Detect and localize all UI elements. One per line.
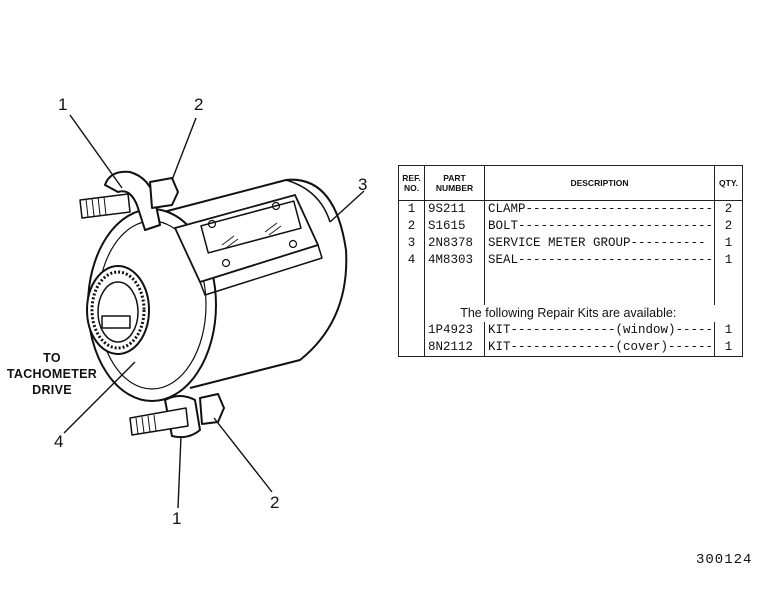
drive-label-line1: TO	[43, 351, 61, 365]
callout-1-bottom: 1	[172, 509, 182, 528]
header-ref-no: REF.NO.	[398, 165, 425, 201]
callout-2-bottom: 2	[270, 493, 280, 512]
kits-note-row: The following Repair Kits are available:	[398, 305, 743, 322]
row-qty: 1	[714, 235, 743, 252]
row-ref: 3	[398, 235, 425, 252]
window-glass	[200, 200, 302, 254]
row-part-number: 8N2112	[424, 339, 485, 357]
callout-4: 4	[54, 432, 64, 451]
table-row: 2 S1615 BOLT----------------------------…	[398, 218, 743, 235]
row-qty: 1	[714, 339, 743, 357]
row-description: BOLT----------------------------	[484, 218, 715, 235]
housing-edge	[285, 179, 331, 223]
drive-tang	[101, 315, 131, 329]
leader-3	[329, 190, 365, 223]
row-ref: 4	[398, 252, 425, 269]
window-plate	[174, 194, 319, 283]
row-ref: 1	[398, 200, 425, 218]
row-qty: 2	[714, 200, 743, 218]
row-qty: 1	[714, 252, 743, 269]
table-row: 8N2112 KIT--------------(cover)---------…	[398, 339, 743, 357]
bottom-bolt	[129, 393, 225, 436]
leader-2-bottom	[213, 417, 273, 493]
leader-1-top	[69, 114, 123, 189]
row-part-number: 1P4923	[424, 322, 485, 339]
header-qty: QTY.	[714, 165, 743, 201]
row-description: KIT--------------(window)--------	[484, 322, 715, 339]
top-bolt	[79, 177, 179, 219]
table-spacer-row	[398, 269, 743, 305]
row-qty: 1	[714, 322, 743, 339]
table-row: 1 9S211 CLAMP---------------------------…	[398, 200, 743, 218]
table-row: 3 2N8378 SERVICE METER GROUP---------- 1	[398, 235, 743, 252]
row-qty: 2	[714, 218, 743, 235]
table-row: 1P4923 KIT--------------(window)--------…	[398, 322, 743, 339]
row-description: CLAMP---------------------------	[484, 200, 715, 218]
callout-1-top: 1	[58, 95, 68, 114]
tachometer-drive-label: TO TACHOMETER DRIVE	[6, 350, 98, 398]
table-row: 4 4M8303 SEAL---------------------------…	[398, 252, 743, 269]
row-part-number: S1615	[424, 218, 485, 235]
leader-1-bottom	[177, 435, 182, 509]
row-description: SERVICE METER GROUP----------	[484, 235, 715, 252]
header-description: DESCRIPTION	[484, 165, 715, 201]
leader-4	[63, 361, 136, 434]
row-part-number: 2N8378	[424, 235, 485, 252]
row-part-number: 4M8303	[424, 252, 485, 269]
row-description: KIT--------------(cover)---------	[484, 339, 715, 357]
drawing-number: 300124	[696, 552, 753, 568]
drive-label-line2: TACHOMETER	[6, 367, 98, 381]
row-description: SEAL----------------------------	[484, 252, 715, 269]
callout-2-top: 2	[194, 95, 204, 114]
repair-kits-note: The following Repair Kits are available:	[460, 306, 677, 320]
drive-label-line3: DRIVE	[32, 383, 72, 397]
row-part-number: 9S211	[424, 200, 485, 218]
row-ref: 2	[398, 218, 425, 235]
leader-2-top	[171, 117, 197, 181]
callout-3: 3	[358, 175, 368, 194]
housing-outline	[151, 178, 348, 389]
